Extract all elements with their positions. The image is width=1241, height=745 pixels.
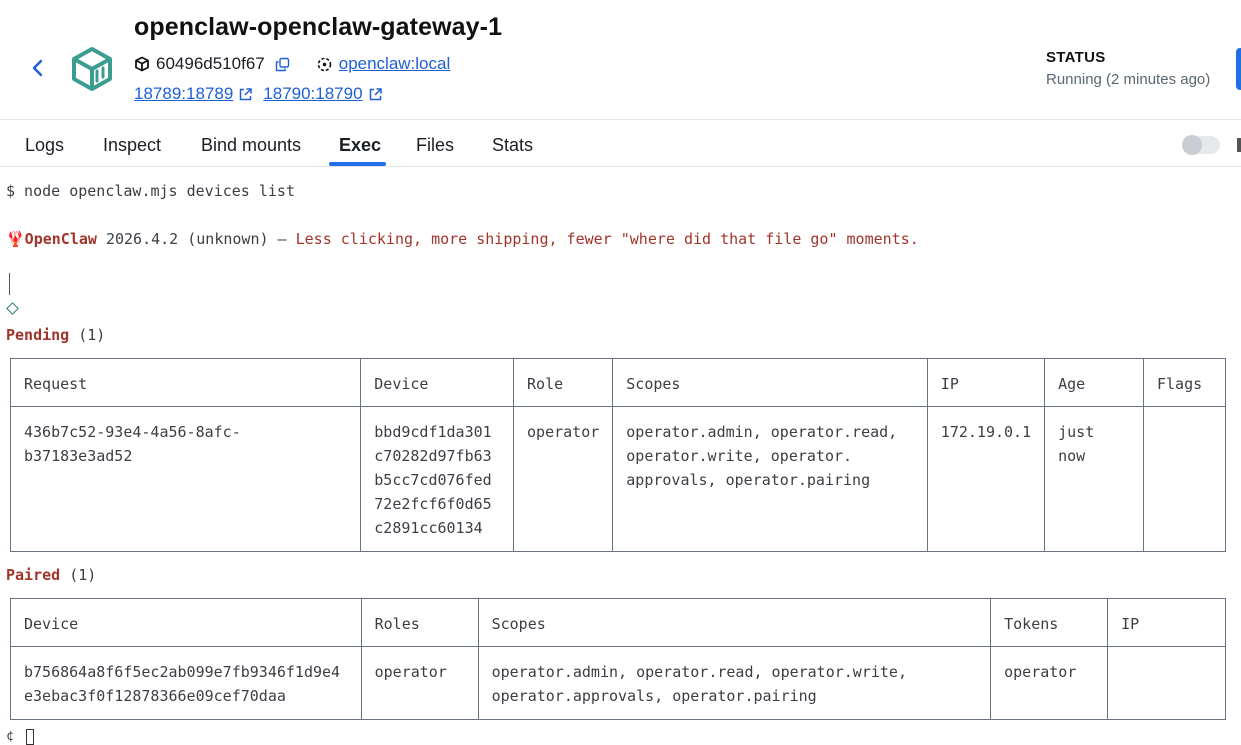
cube-icon: [135, 56, 149, 72]
copy-icon: [275, 57, 289, 71]
paired-heading: Paired (1): [6, 566, 96, 584]
column-header: Roles: [360, 598, 479, 647]
pending-count: (1): [69, 326, 106, 344]
column-header: Age: [1044, 358, 1144, 407]
page-title: openclaw-openclaw-gateway-1: [134, 13, 503, 41]
container-id: 60496d510f67: [156, 54, 265, 73]
paired-count: (1): [60, 566, 97, 584]
ip-cell: 172.19.0.1: [926, 406, 1046, 552]
prompt-symbol: ¢: [6, 729, 14, 744]
flags-cell: [1142, 406, 1227, 552]
pending-heading: Pending (1): [6, 326, 105, 344]
pending-table: Request Device Role Scopes IP Age Flags …: [9, 358, 1227, 552]
active-tab-indicator: [329, 162, 386, 166]
tab-logs[interactable]: Logs: [25, 135, 65, 155]
tab-files[interactable]: Files: [416, 135, 455, 155]
age-cell: just now: [1044, 406, 1144, 552]
toggle-switch[interactable]: [1182, 135, 1220, 155]
column-header: Device: [10, 598, 362, 647]
status-label: STATUS: [1046, 49, 1106, 66]
request-id-cell: 436b7c52-93e4-4a56-8afc-b37183e3ad52: [9, 406, 362, 552]
tree-line: [9, 273, 10, 295]
column-header: Role: [513, 358, 614, 407]
tab-exec[interactable]: Exec: [339, 135, 382, 155]
tab-inspect[interactable]: Inspect: [103, 135, 162, 155]
container-header: openclaw-openclaw-gateway-1 60496d510f67…: [0, 0, 1241, 120]
tab-bar: Logs Inspect Bind mounts Exec Files Stat…: [0, 121, 1241, 167]
device-id-cell: bbd9cdf1da301c70282d97fb63b5cc7cd076fed7…: [360, 406, 515, 552]
toggle-knob: [1182, 135, 1202, 155]
action-button[interactable]: [1236, 48, 1241, 90]
column-header: IP: [926, 358, 1046, 407]
diamond-icon: [6, 302, 19, 315]
port-link-2[interactable]: 18790:18790: [263, 84, 363, 103]
column-header: IP: [1107, 598, 1226, 647]
ip-cell: [1107, 646, 1226, 720]
tab-stats[interactable]: Stats: [492, 135, 534, 155]
column-header: Scopes: [612, 358, 928, 407]
brand-name: 🦞OpenClaw: [6, 230, 97, 248]
paired-title: Paired: [6, 566, 61, 584]
container-icon: [72, 47, 112, 91]
column-header: Request: [9, 358, 362, 407]
image-link[interactable]: openclaw:local: [338, 54, 451, 73]
external-link-icon[interactable]: [238, 87, 253, 102]
pending-title: Pending: [6, 326, 70, 344]
device-id-cell: b756864a8f6f5ec2ab099e7fb9346f1d9e4e3eba…: [10, 646, 362, 720]
command-line: $ node openclaw.mjs devices list: [6, 182, 295, 200]
column-header: Scopes: [477, 598, 992, 647]
overflow-marker: [1237, 138, 1241, 152]
version-text: 2026.4.2 (unknown) —: [96, 230, 287, 248]
chevron-left-icon: [32, 59, 43, 77]
column-header: Flags: [1142, 358, 1227, 407]
container-meta: 60496d510f67 openclaw:local: [134, 53, 450, 75]
port-link-1[interactable]: 18789:18789: [134, 84, 234, 103]
tab-bind-mounts[interactable]: Bind mounts: [201, 135, 302, 155]
paired-table: Device Roles Scopes Tokens IP b756864a8f…: [10, 598, 1226, 720]
status-value: Running (2 minutes ago): [1046, 71, 1211, 88]
port-list: 18789:18789 18790:18790: [134, 83, 383, 105]
scopes-cell: operator.admin, operator.read, operator.…: [477, 646, 992, 720]
tokens-cell: operator: [990, 646, 1109, 720]
external-link-icon[interactable]: [368, 87, 383, 102]
roles-cell: operator: [360, 646, 479, 720]
image-icon: [316, 56, 333, 73]
column-header: Tokens: [990, 598, 1109, 647]
terminal-cursor: [26, 729, 34, 745]
scopes-cell: operator.admin, operator.read, operator.…: [612, 406, 928, 552]
tagline-text: Less clicking, more shipping, fewer "whe…: [286, 230, 919, 248]
terminal[interactable]: $ node openclaw.mjs devices list 🦞OpenCl…: [0, 168, 1241, 745]
copy-id-button[interactable]: [275, 57, 290, 72]
role-cell: operator: [513, 406, 614, 552]
back-button[interactable]: [24, 54, 52, 82]
column-header: Device: [360, 358, 515, 407]
banner-line: 🦞OpenClaw 2026.4.2 (unknown) — Less clic…: [6, 230, 919, 248]
